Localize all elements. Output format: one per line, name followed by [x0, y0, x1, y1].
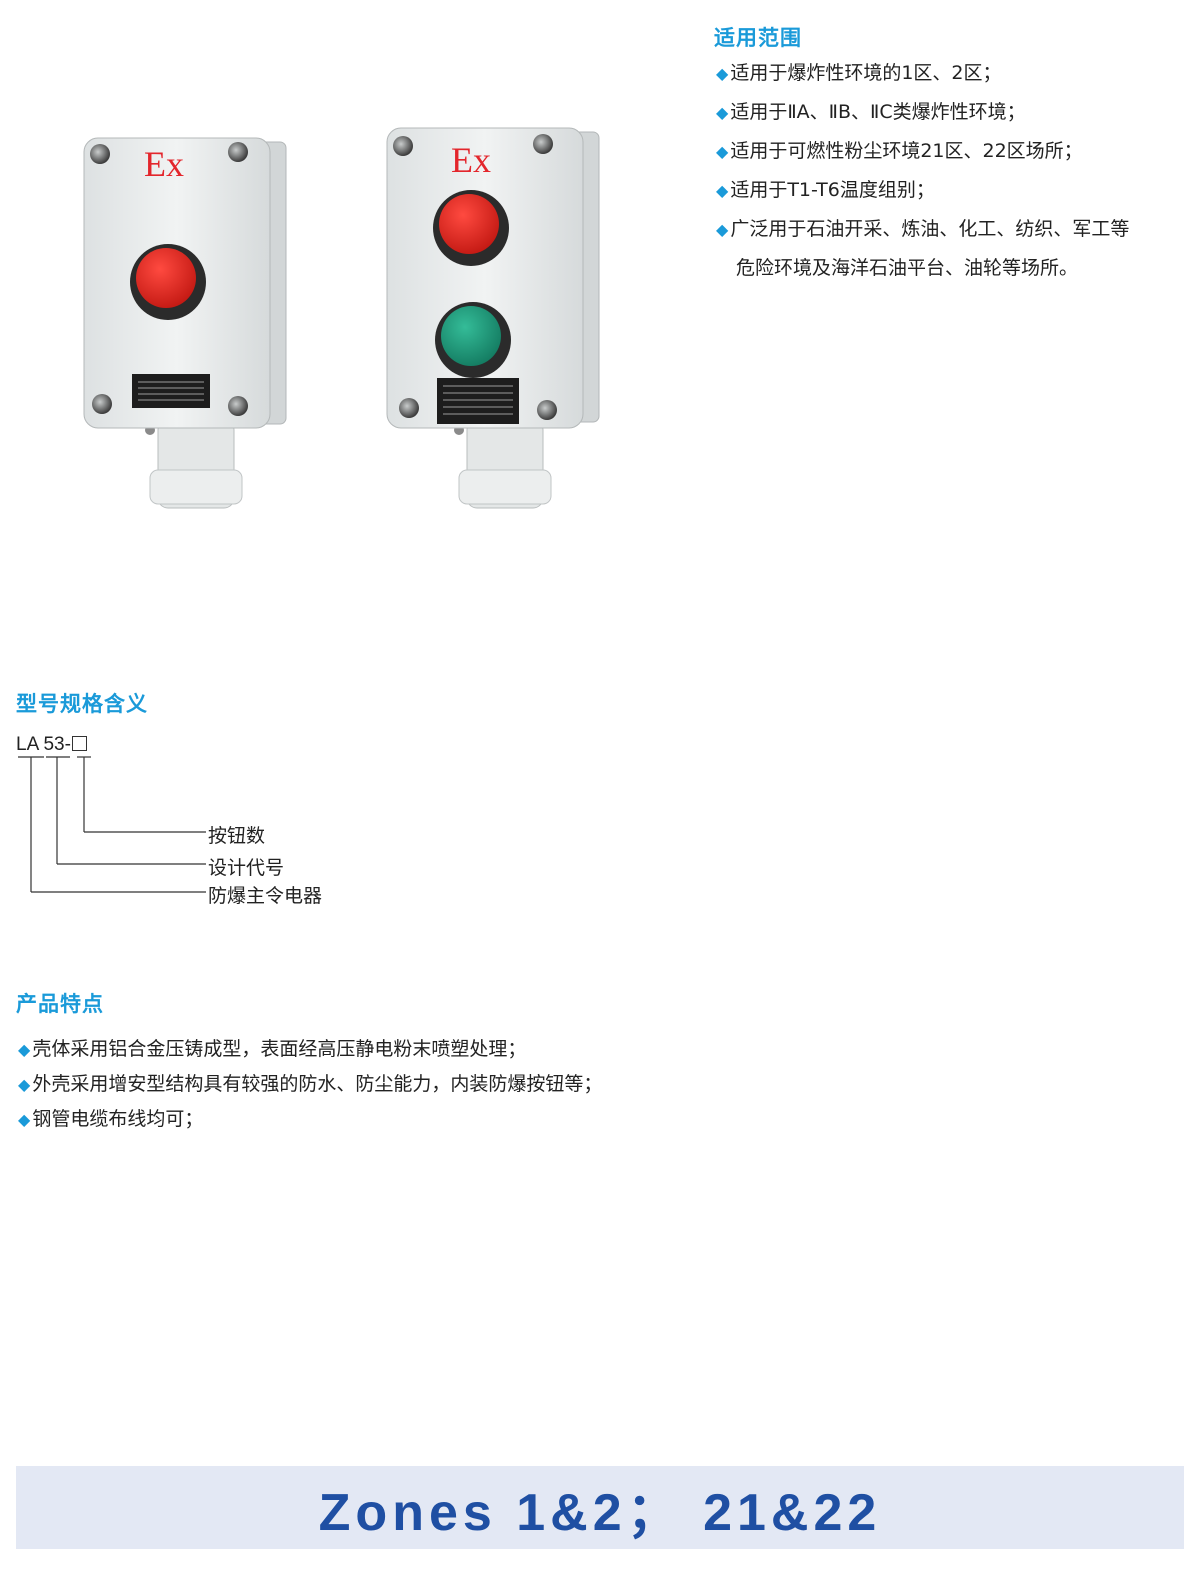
diamond-bullet-icon: ◆ [716, 181, 729, 200]
screw-icon [92, 394, 112, 414]
housing [386, 127, 584, 429]
list-item-text: 外壳采用增安型结构具有较强的防水、防尘能力，内装防爆按钮等； [32, 1073, 603, 1095]
list-item-text: 适用于T1-T6温度组别； [730, 179, 935, 201]
list-item-continuation: 危险环境及海洋石油平台、油轮等场所。 [736, 257, 1079, 279]
list-item: ◆广泛用于石油开采、炼油、化工、纺织、军工等 [716, 216, 1129, 255]
features-heading: 产品特点 [16, 992, 104, 1016]
diamond-bullet-icon: ◆ [18, 1075, 31, 1094]
screw-icon [228, 396, 248, 416]
legend-button-count: 按钮数 [208, 825, 266, 847]
ex-mark: Ex [144, 144, 184, 184]
model-legend-lines [18, 756, 206, 893]
legend-product-type: 防爆主令电器 [208, 885, 323, 907]
model-code-text: LA 53- [16, 734, 71, 755]
diamond-bullet-icon: ◆ [716, 64, 729, 83]
list-item: ◆适用于爆炸性环境的1区、2区； [716, 60, 1129, 99]
list-item: ◆适用于ⅡA、ⅡB、ⅡC类爆炸性环境； [716, 99, 1129, 138]
screw-icon [533, 134, 553, 154]
list-item-text: 适用于ⅡA、ⅡB、ⅡC类爆炸性环境； [730, 101, 1026, 123]
diamond-bullet-icon: ◆ [18, 1040, 31, 1059]
green-push-button [441, 306, 501, 366]
nameplate [132, 374, 210, 408]
list-item-text: 广泛用于石油开采、炼油、化工、纺织、军工等 [730, 218, 1130, 240]
diamond-bullet-icon: ◆ [18, 1110, 31, 1129]
zones-banner-text: Zones 1&2； 21&22 [318, 1484, 882, 1542]
screw-icon [399, 398, 419, 418]
screw-icon [90, 144, 110, 164]
model-code: LA 53- [16, 734, 87, 756]
red-push-button [136, 248, 196, 308]
placeholder-box-icon [71, 736, 87, 751]
diamond-bullet-icon: ◆ [716, 220, 729, 239]
screw-icon [537, 400, 557, 420]
diamond-bullet-icon: ◆ [716, 103, 729, 122]
model-heading: 型号规格含义 [16, 692, 148, 716]
list-item: ◆适用于T1-T6温度组别； [716, 177, 1129, 216]
product-photos: Ex Ex [83, 127, 600, 509]
list-item: ◆适用于可燃性粉尘环境21区、22区场所； [716, 138, 1129, 177]
double-button-station: Ex [386, 127, 600, 509]
ex-mark: Ex [451, 140, 491, 180]
red-push-button [439, 194, 499, 254]
list-item: ◆外壳采用增安型结构具有较强的防水、防尘能力，内装防爆按钮等； [18, 1071, 602, 1106]
list-item-text: 适用于可燃性粉尘环境21区、22区场所； [730, 140, 1083, 162]
nameplate [437, 378, 519, 424]
list-item-text: 适用于爆炸性环境的1区、2区； [730, 62, 1002, 84]
screw-icon [228, 142, 248, 162]
legend-design-code: 设计代号 [208, 857, 285, 879]
scope-heading: 适用范围 [714, 26, 802, 50]
list-item-text: 壳体采用铝合金压铸成型，表面经高压静电粉末喷塑处理； [32, 1038, 527, 1060]
list-item: ◆壳体采用铝合金压铸成型，表面经高压静电粉末喷塑处理； [18, 1036, 602, 1071]
screw-icon [393, 136, 413, 156]
features-list: ◆壳体采用铝合金压铸成型，表面经高压静电粉末喷塑处理； ◆外壳采用增安型结构具有… [18, 1036, 602, 1141]
scope-list: ◆适用于爆炸性环境的1区、2区； ◆适用于ⅡA、ⅡB、ⅡC类爆炸性环境； ◆适用… [716, 60, 1129, 281]
single-button-station: Ex [83, 137, 287, 509]
list-item-text: 钢管电缆布线均可； [32, 1108, 204, 1130]
diamond-bullet-icon: ◆ [716, 142, 729, 161]
zones-banner: Zones 1&2； 21&22 [16, 1466, 1184, 1549]
list-item: ◆钢管电缆布线均可； [18, 1106, 602, 1141]
